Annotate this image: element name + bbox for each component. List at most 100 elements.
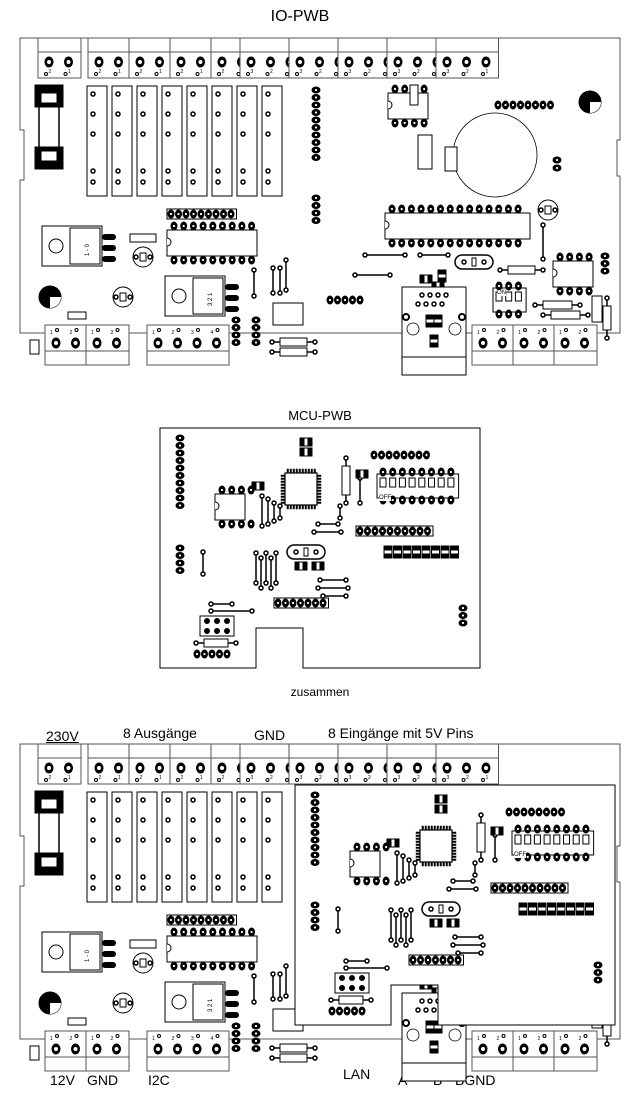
pad-hole [439, 301, 445, 307]
pad-hole [221, 212, 226, 216]
pin-marker [295, 778, 299, 782]
chip-pin [415, 831, 421, 834]
pad-hole [402, 121, 407, 125]
smd-part [431, 545, 440, 559]
wire-jumper [317, 577, 349, 583]
pin-number: 3 [398, 69, 401, 75]
pad-hole [314, 140, 318, 145]
terminal-screw [498, 337, 507, 349]
pad-hole [538, 886, 542, 890]
smd-part [429, 1040, 439, 1054]
pad-hole [516, 241, 520, 245]
smd-pad [433, 1028, 443, 1034]
chip-pin [427, 825, 430, 831]
pad-hole [428, 241, 433, 245]
pad-hole [240, 91, 246, 97]
smd-pad [383, 553, 393, 559]
pad-hole [172, 224, 176, 228]
regulator-lead [102, 245, 116, 251]
pad-hole [229, 212, 233, 216]
wire-jumper [400, 853, 406, 884]
pad-hole [165, 179, 171, 185]
pad-hole [313, 800, 317, 805]
pad-hole [497, 267, 503, 273]
pad-hole [314, 133, 318, 137]
terminal-screw [519, 337, 529, 349]
smd-part [566, 902, 575, 916]
crystal [286, 544, 326, 560]
pad-hole [461, 613, 465, 618]
mount-hole [48, 944, 64, 960]
relay-body [111, 791, 133, 903]
screw-slot [53, 1046, 59, 1052]
pin-marker [55, 328, 59, 332]
smd-pad [528, 902, 537, 908]
pad-hole [199, 918, 203, 922]
pin-marker [285, 778, 289, 782]
wire-jumper [335, 906, 341, 934]
pad-hole [343, 500, 349, 506]
chip-pin [415, 855, 421, 858]
chip-pin [295, 504, 298, 510]
pad-hole [190, 817, 196, 823]
terminal-screw [51, 337, 61, 349]
relay-body [186, 791, 208, 903]
pin-number: 3 [300, 775, 303, 781]
pin-marker [412, 72, 417, 76]
pad-hole [435, 292, 441, 298]
pin-header [370, 450, 430, 460]
terminal-screw [155, 56, 164, 68]
pin-marker [383, 72, 387, 76]
smd-pad [437, 269, 447, 275]
smd-pad [450, 545, 459, 551]
pad-hole [249, 488, 254, 492]
relay-body [136, 85, 158, 197]
pad-hole [545, 855, 549, 859]
pin-number: 2 [466, 775, 469, 781]
pad-hole [90, 797, 96, 803]
pad-hole [516, 827, 520, 831]
mcu-board [294, 784, 616, 1026]
voltage-regulator: 3 2 1 [164, 275, 239, 317]
header-pin [339, 985, 345, 991]
screw-slot [499, 340, 506, 346]
capacitor-electrolytic [112, 992, 134, 1014]
chip-pin [415, 834, 421, 837]
pin-number: 1 [559, 1036, 562, 1042]
pad-hole [140, 91, 146, 97]
pad-hole [448, 241, 453, 245]
chip-pin [316, 477, 322, 480]
pad-hole [364, 879, 369, 883]
ic-notch [166, 237, 172, 247]
pad-hole [337, 503, 343, 509]
pad-hole [535, 855, 540, 859]
pad-hole [545, 827, 549, 831]
pad-hole [533, 103, 538, 107]
pad-hole [233, 640, 239, 646]
pad-hole [268, 555, 274, 561]
screw-slot [94, 340, 100, 346]
dip-switch-off-label-mcu: OFF [379, 495, 391, 501]
pad-hole [328, 298, 332, 302]
pad-hole [206, 918, 211, 922]
dip-switch-on-label: ON [497, 290, 506, 296]
pad-hole [395, 529, 400, 533]
pad-hole [448, 498, 453, 502]
pad-hole [147, 254, 153, 260]
pad-hole [240, 797, 246, 803]
resistor-network [273, 597, 329, 609]
fuse-holder [34, 790, 64, 876]
relay [111, 791, 133, 903]
dip-switch [376, 467, 460, 505]
chip-pin [292, 504, 295, 510]
label-gnd-bottom: GND [87, 1072, 119, 1088]
chip-pin [316, 495, 322, 498]
regulator-lead [102, 951, 116, 957]
chip-pin [415, 858, 421, 861]
chip-pin [451, 846, 457, 849]
label-i2c: I2C [148, 1072, 170, 1088]
